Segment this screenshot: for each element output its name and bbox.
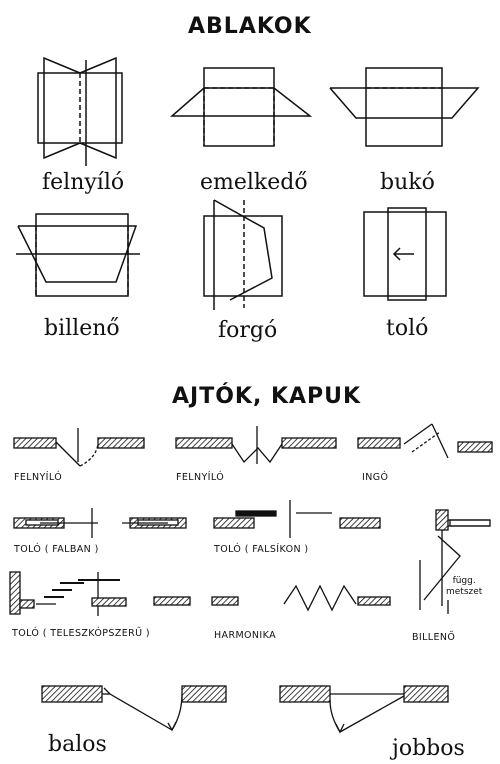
door-harmonika-symbol bbox=[153, 584, 391, 612]
door-balos-symbol bbox=[41, 685, 227, 732]
door-billeno-symbol bbox=[419, 509, 491, 614]
metszet-line: metszet bbox=[446, 587, 483, 597]
door-tolo-falsikon-symbol bbox=[213, 500, 381, 538]
doors-section-title: AJTÓK, KAPUK bbox=[172, 384, 362, 409]
door-tolo-falsikon-label: TOLÓ ( FALSÍKON ) bbox=[214, 544, 309, 555]
window-billeno-symbol bbox=[16, 213, 140, 297]
door-ingo-label: INGÓ bbox=[362, 472, 389, 483]
door-harmonika-label: HARMONIKA bbox=[214, 630, 276, 641]
window-buko-label: bukó bbox=[380, 170, 435, 195]
door-tolo-falban-symbol bbox=[13, 508, 187, 538]
door-tolo-teleszkop-label: TOLÓ ( TELESZKÓPSZERŰ ) bbox=[12, 628, 151, 639]
door-billeno-label: BILLENŐ bbox=[412, 632, 456, 643]
door-felnyilo-double-symbol bbox=[175, 426, 337, 464]
window-tolo-symbol bbox=[363, 207, 447, 301]
door-tolo-teleszkop-symbol bbox=[9, 571, 127, 616]
window-tolo-label: toló bbox=[386, 316, 429, 341]
windows-section-title: ABLAKOK bbox=[188, 14, 312, 39]
door-fugg-metszet-label: függ. metszet bbox=[446, 576, 482, 598]
window-emelkedo-label: emelkedő bbox=[200, 170, 308, 195]
door-jobbos-label: jobbos bbox=[392, 736, 465, 761]
window-felnyilo-symbol bbox=[37, 56, 123, 166]
window-forgo-label: forgó bbox=[218, 318, 278, 343]
door-balos-label: balos bbox=[48, 732, 107, 757]
window-felnyilo-label: felnyíló bbox=[42, 170, 125, 195]
door-jobbos-symbol bbox=[279, 685, 449, 734]
window-buko-symbol bbox=[329, 67, 480, 147]
door-felnyilo-double-label: FELNYÍLÓ bbox=[176, 472, 225, 483]
door-felnyilo-single-symbol bbox=[13, 428, 145, 467]
fugg-line: függ. bbox=[452, 576, 476, 586]
door-tolo-falban-label: TOLÓ ( FALBAN ) bbox=[14, 544, 99, 555]
door-ingo-symbol bbox=[357, 423, 493, 459]
window-forgo-symbol bbox=[203, 199, 283, 310]
window-emelkedo-symbol bbox=[170, 67, 313, 147]
window-billeno-label: billenő bbox=[44, 316, 120, 341]
door-felnyilo-single-label: FELNYÍLÓ bbox=[14, 472, 63, 483]
